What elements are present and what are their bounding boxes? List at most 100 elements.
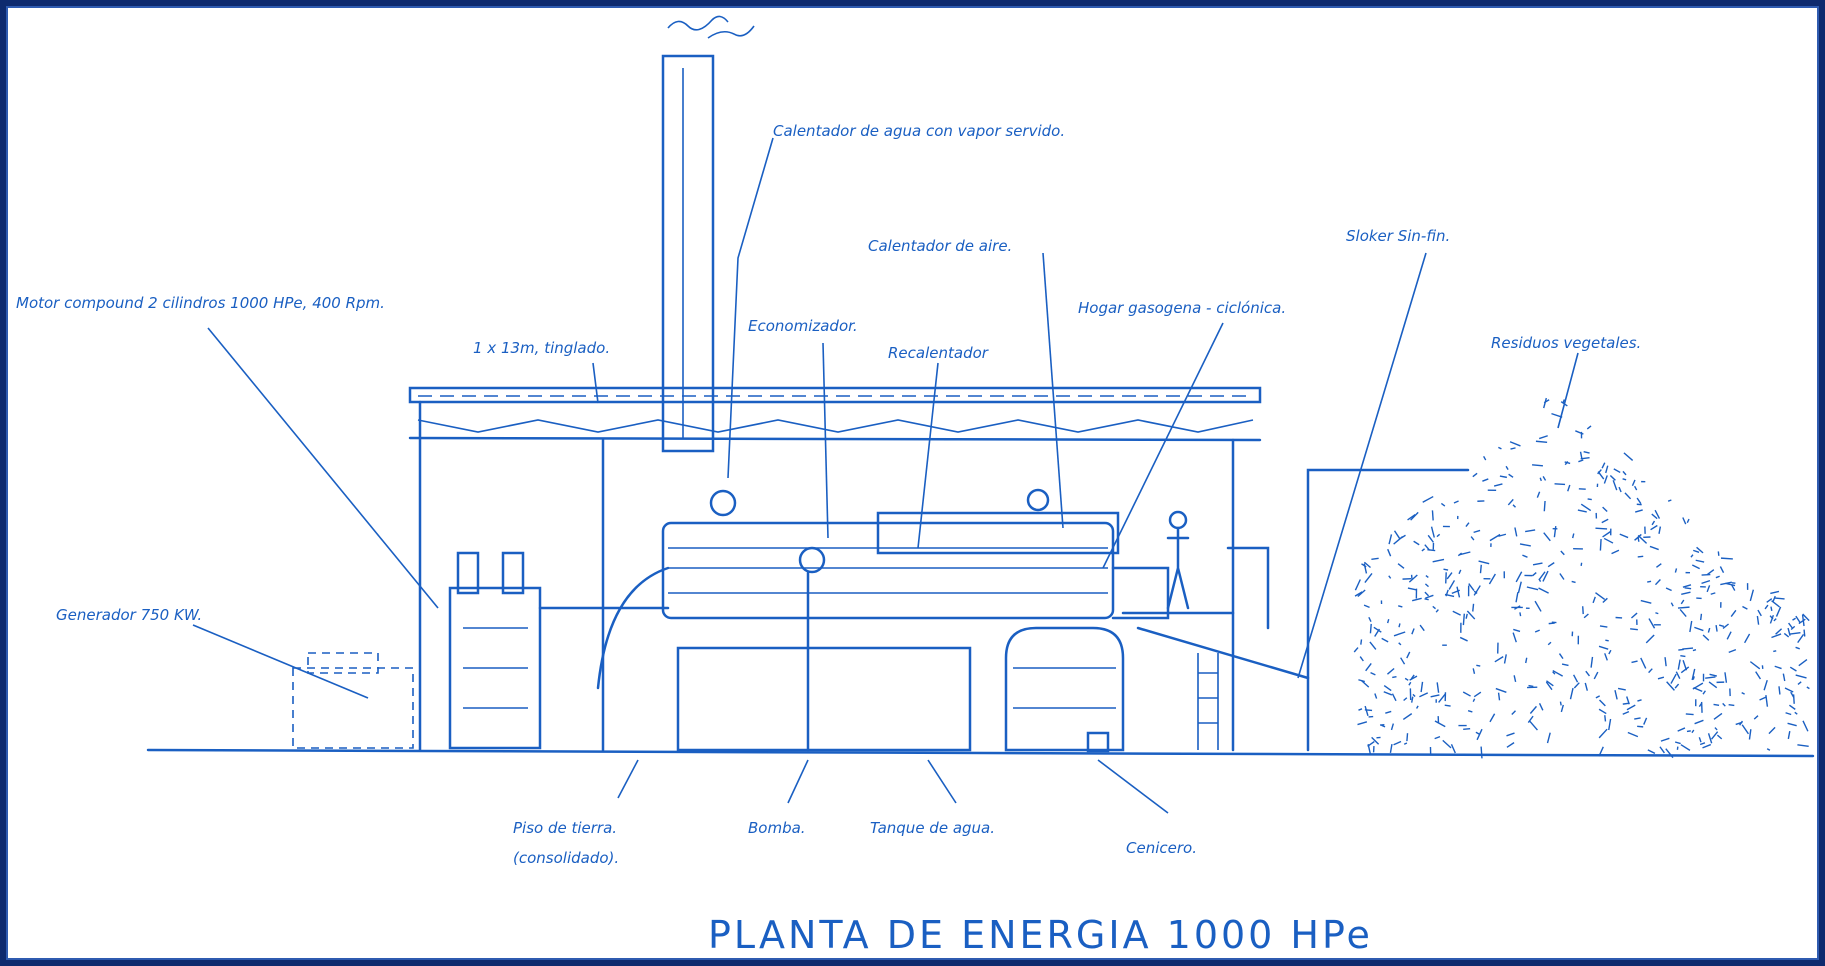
residue-stroke [1424,591,1430,597]
residue-stroke [1797,681,1802,685]
residue-stroke [1466,610,1476,620]
residue-stroke [1403,697,1408,702]
residue-stroke [1667,499,1672,502]
residue-stroke [1497,692,1501,701]
residue-pile [1353,397,1810,759]
residue-stroke [1675,671,1681,679]
platform [1121,546,1270,750]
residue-stroke [1511,710,1517,716]
residue-stroke [1686,730,1691,733]
residue-stroke [1630,628,1638,631]
residue-stroke [1741,724,1750,735]
residue-stroke [1507,498,1514,506]
residue-stroke [1651,513,1658,520]
residue-stroke [1643,717,1648,725]
residue-stroke [1769,614,1775,624]
residue-stroke [1422,495,1434,503]
residue-stroke [1735,721,1743,726]
residue-stroke [1798,659,1808,667]
residue-stroke [1532,562,1543,566]
residue-stroke [1710,731,1719,740]
residue-stroke [1595,527,1608,530]
residue-stroke [1592,596,1596,604]
residue-stroke [1363,563,1368,574]
residue-stroke [1465,522,1470,527]
residue-stroke [1651,520,1656,526]
residue-stroke [1353,647,1359,653]
residue-stroke [1495,687,1507,693]
residue-stroke [1622,478,1627,481]
residue-stroke [1552,671,1556,675]
residue-stroke [1637,725,1644,728]
residue-stroke [1578,459,1584,463]
residue-stroke [1665,587,1672,592]
residue-stroke [1719,566,1725,574]
residue-stroke [1726,631,1732,640]
residue-stroke [1546,732,1551,744]
residue-stroke [1599,625,1608,628]
residue-stroke [1694,626,1704,632]
residue-stroke [1755,671,1762,680]
residue-stroke [1515,571,1523,583]
residue-stroke [1505,465,1509,470]
residue-stroke [1391,693,1397,702]
residue-stroke [1508,473,1514,478]
residue-stroke [1682,584,1692,588]
worker-figure [1166,510,1190,610]
residue-stroke [1440,502,1446,507]
label-floor-note: (consolidado). [513,849,619,867]
label-water-tank: Tanque de agua. [870,819,995,837]
residue-stroke [1503,654,1507,664]
residue-stroke [1682,517,1687,525]
residue-stroke [1499,475,1507,479]
residue-stroke [1554,483,1566,486]
residue-stroke [1785,712,1792,716]
residue-stroke [1637,555,1644,558]
residue-stroke [1386,618,1390,624]
residue-stroke [1498,446,1502,450]
residue-stroke [1385,710,1392,714]
residue-stroke [1473,529,1481,534]
residue-stroke [1582,606,1584,615]
residue-stroke [1371,557,1379,560]
residue-stroke [1442,739,1452,749]
residue-stroke [1617,687,1626,691]
residue-stroke [1432,605,1436,610]
residue-stroke [1685,713,1694,716]
residue-stroke [1609,474,1616,481]
residue-stroke [1789,632,1801,635]
residue-stroke [1552,669,1564,677]
residue-stroke [1772,595,1776,602]
residue-stroke [1611,549,1620,555]
residue-stroke [1604,715,1607,722]
residue-stroke [1680,599,1685,605]
residue-stroke [1393,535,1404,545]
residue-stroke [1768,726,1776,735]
label-ash-pit: Cenicero. [1126,839,1197,857]
residue-stroke [1602,597,1608,603]
residue-stroke [1742,605,1748,610]
residue-stroke [1462,691,1471,697]
residue-stroke [1764,604,1769,610]
residue-stroke [1599,539,1602,551]
residue-stroke [1436,533,1441,538]
stoker-conveyor [1136,626,1310,680]
residue-stroke [1409,675,1418,681]
generator [292,652,414,749]
residue-stroke [1363,561,1371,569]
residue-stroke [1795,615,1801,623]
residue-stroke [1403,742,1408,745]
residue-stroke [1666,681,1675,691]
residue-stroke [1710,592,1716,595]
residue-stroke [1753,715,1759,720]
label-motor: Motor compound 2 cilindros 1000 HPe, 400… [16,294,385,312]
residue-stroke [1702,634,1710,641]
residue-stroke [1613,468,1621,474]
residue-stroke [1430,526,1435,538]
residue-stroke [1434,720,1446,728]
residue-stroke [1400,657,1406,665]
residue-stroke [1787,731,1791,740]
residue-stroke [1420,681,1424,693]
residue-stroke [1604,653,1608,661]
residue-stroke [1608,649,1612,655]
